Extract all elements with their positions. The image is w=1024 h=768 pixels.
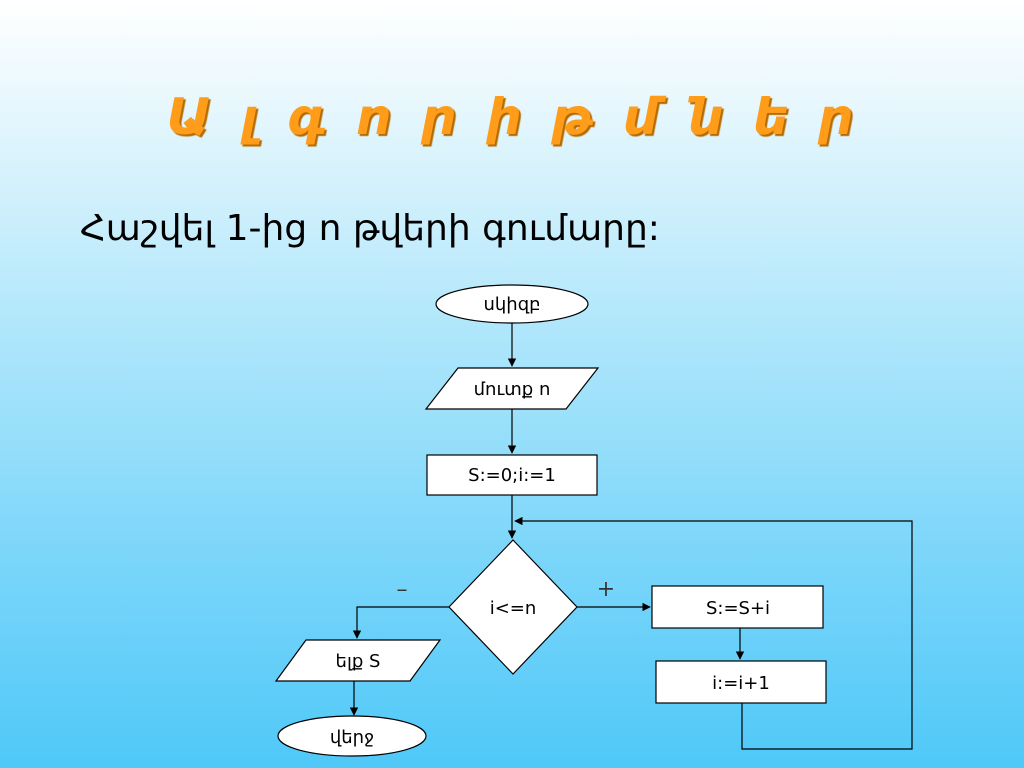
input-label: մուտք n — [474, 379, 551, 400]
start-label: սկիզբ — [483, 294, 540, 315]
increment-process: i:=i+1 — [655, 660, 827, 704]
init-label: S:=0;i:=1 — [468, 465, 556, 486]
output-label: ելք S — [336, 651, 381, 672]
init-process: S:=0;i:=1 — [426, 454, 598, 496]
start-terminal: սկիզբ — [435, 284, 589, 324]
connector-no-branch — [352, 606, 449, 639]
sum-label: S:=S+i — [706, 598, 770, 619]
condition-decision: i<=n — [448, 539, 578, 675]
input-block: մուտք n — [424, 367, 600, 410]
no-branch-label: – — [397, 577, 408, 602]
slide-title: Ա լ գ ո ր ի թ մ ն ե ր — [166, 88, 858, 146]
output-block: ելք S — [274, 639, 442, 682]
connector-loop-back — [514, 516, 913, 750]
increment-label: i:=i+1 — [712, 673, 770, 694]
condition-label: i<=n — [490, 598, 537, 619]
sum-process: S:=S+i — [651, 585, 824, 629]
task-statement: Հաշվել 1-ից n թվերի գումարը: — [80, 208, 660, 249]
yes-branch-label: + — [597, 577, 615, 602]
end-label: վերջ — [330, 727, 374, 748]
end-terminal: վերջ — [277, 715, 427, 757]
